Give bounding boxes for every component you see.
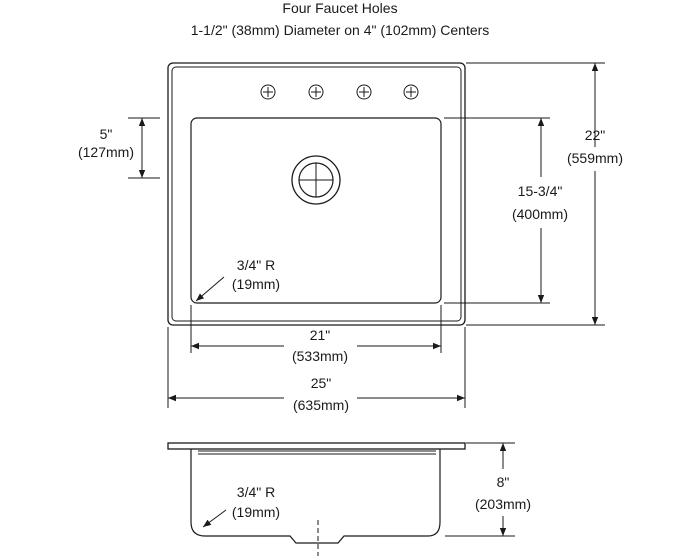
bowl-width-imperial: 21": [310, 327, 331, 343]
dimension-overall-width: 25" (635mm): [167, 327, 466, 413]
faucet-hole-icon: [403, 84, 419, 100]
sink-outer-rim: [167, 62, 466, 326]
height-imperial: 8": [497, 474, 510, 490]
corner-radius-top-metric: (19mm): [232, 276, 280, 292]
callout-corner-radius-top: 3/4" R (19mm): [195, 257, 280, 302]
dimension-overall-depth: 22" (559mm): [466, 62, 623, 326]
corner-radius-side-imperial: 3/4" R: [237, 484, 275, 500]
dimension-bowl-depth: 15-3/4" (400mm): [444, 117, 568, 304]
faucet-hole-icon: [260, 84, 276, 100]
overall-depth-imperial: 22": [585, 127, 606, 143]
side-bowl-profile: [190, 449, 441, 544]
faucet-hole-icon: [308, 84, 324, 100]
drain-offset-imperial: 5": [100, 126, 113, 142]
bowl-width-metric: (533mm): [292, 348, 348, 364]
corner-radius-top-imperial: 3/4" R: [237, 257, 275, 273]
overall-width-imperial: 25": [311, 375, 332, 391]
side-view: 8" (203mm) 3/4" R (19mm): [167, 442, 531, 556]
bowl-depth-metric: (400mm): [512, 206, 568, 222]
faucet-hole-icon: [356, 84, 372, 100]
sink-bowl: [190, 117, 442, 304]
header-line-1: Four Faucet Holes: [282, 0, 397, 16]
overall-width-metric: (635mm): [293, 397, 349, 413]
dimension-drain-offset: 5" (127mm): [78, 117, 160, 179]
side-rim: [167, 442, 466, 450]
top-view: 5" (127mm) 22" (559mm) 15-3/4" (400mm) 3…: [78, 62, 623, 413]
dimension-bowl-width: 21" (533mm): [190, 305, 442, 364]
drain-icon: [291, 155, 341, 205]
bowl-depth-imperial: 15-3/4": [518, 183, 563, 199]
header-line-2: 1-1/2" (38mm) Diameter on 4" (102mm) Cen…: [191, 22, 490, 38]
overall-depth-metric: (559mm): [567, 150, 623, 166]
callout-corner-radius-side: 3/4" R (19mm): [202, 484, 280, 528]
drain-offset-metric: (127mm): [78, 144, 134, 160]
sink-inner-rim: [171, 66, 462, 322]
height-metric: (203mm): [475, 496, 531, 512]
corner-radius-side-metric: (19mm): [232, 504, 280, 520]
dimension-height: 8" (203mm): [445, 442, 531, 537]
